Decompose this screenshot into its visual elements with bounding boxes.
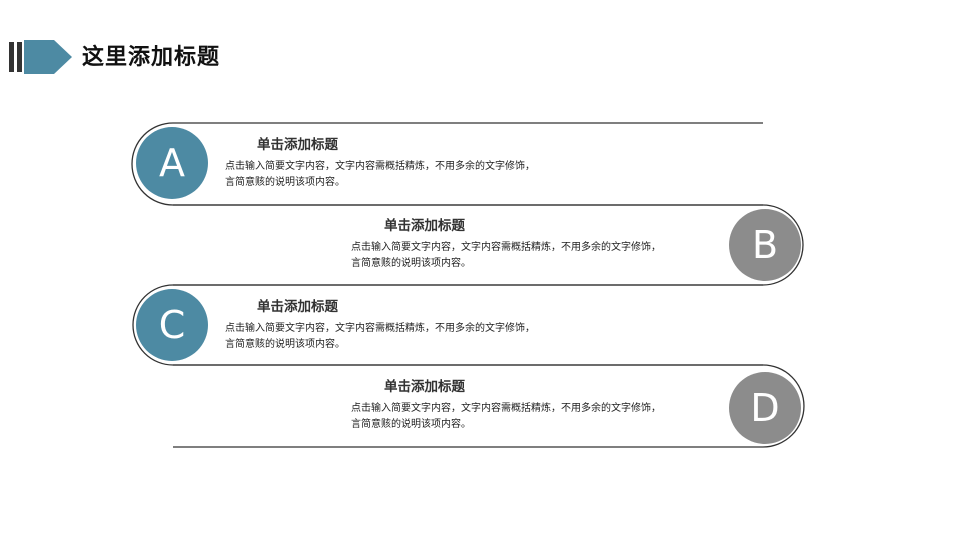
chevron-arrow-icon [24,40,72,74]
item-c-desc-line2: 言简意赅的说明该项内容。 [225,339,345,350]
item-b-desc: 点击输入简要文字内容，文字内容需概括精炼，不用多余的文字修饰， 言简意赅的说明该… [351,240,731,272]
item-c-desc-line1: 点击输入简要文字内容，文字内容需概括精炼，不用多余的文字修饰， [225,323,535,334]
item-a-desc-line1: 点击输入简要文字内容，文字内容需概括精炼，不用多余的文字修饰， [225,161,535,172]
badge-d: D [729,372,801,444]
header-bar [9,42,14,72]
item-c-desc: 点击输入简要文字内容，文字内容需概括精炼，不用多余的文字修饰， 言简意赅的说明该… [225,321,605,353]
page-title: 这里添加标题 [82,45,221,70]
item-c-title: 单击添加标题 [257,299,338,315]
item-d-desc-line1: 点击输入简要文字内容，文字内容需概括精炼，不用多余的文字修饰， [351,403,661,414]
badge-b: B [729,209,801,281]
header-bar [17,42,22,72]
item-b-desc-line1: 点击输入简要文字内容，文字内容需概括精炼，不用多余的文字修饰， [351,242,661,253]
item-b-desc-line2: 言简意赅的说明该项内容。 [351,258,471,269]
item-d-title: 单击添加标题 [384,379,465,395]
item-a-desc-line2: 言简意赅的说明该项内容。 [225,177,345,188]
slide-header: 这里添加标题 [0,0,960,90]
item-a-desc: 点击输入简要文字内容，文字内容需概括精炼，不用多余的文字修饰， 言简意赅的说明该… [225,159,605,191]
badge-c: C [136,289,208,361]
item-b-title: 单击添加标题 [384,218,465,234]
item-a-title: 单击添加标题 [257,137,338,153]
item-d-desc-line2: 言简意赅的说明该项内容。 [351,419,471,430]
item-d-desc: 点击输入简要文字内容，文字内容需概括精炼，不用多余的文字修饰， 言简意赅的说明该… [351,401,731,433]
badge-a: A [136,127,208,199]
